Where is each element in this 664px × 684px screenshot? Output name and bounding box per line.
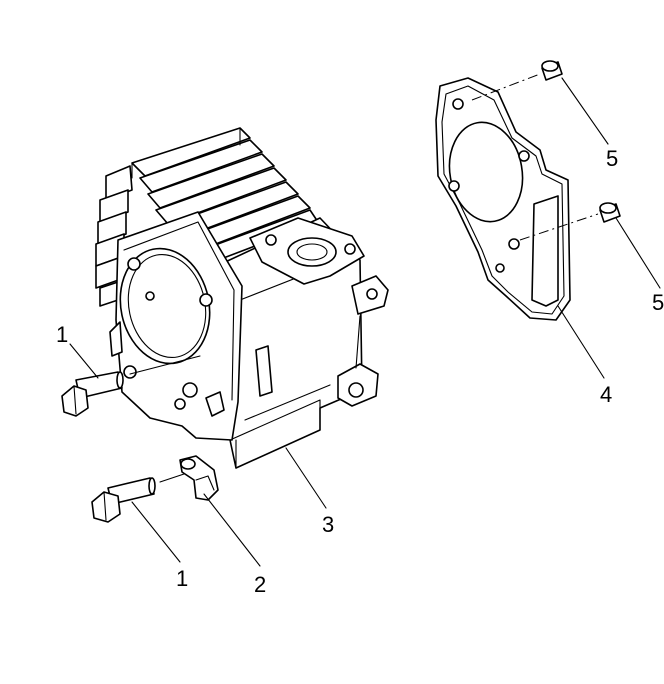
callout-labels: 1 1 2 3 4 5 5 xyxy=(56,146,664,597)
bolt-lower xyxy=(91,469,197,523)
callout-dowel-lower: 5 xyxy=(652,290,664,315)
intake-port xyxy=(249,217,365,285)
callout-bolt-upper: 1 xyxy=(56,322,68,347)
stud-hole xyxy=(182,382,198,398)
stud-hole xyxy=(123,365,137,379)
callout-clamp: 2 xyxy=(254,572,266,597)
clamp-tab xyxy=(205,391,225,417)
stud-hole xyxy=(199,293,213,307)
dowel-pin-upper xyxy=(471,60,563,101)
stud-hole xyxy=(145,291,155,301)
callout-bolt-lower: 1 xyxy=(176,566,188,591)
leader-lines xyxy=(69,77,661,567)
stud-hole xyxy=(127,257,141,271)
mounting-lug xyxy=(337,275,389,407)
stud-hole xyxy=(174,398,186,410)
callout-dowel-upper: 5 xyxy=(606,146,618,171)
head-gasket xyxy=(435,77,571,321)
clamp xyxy=(179,455,219,501)
cylinder-block xyxy=(95,127,389,469)
dowel-pin-lower xyxy=(519,202,621,241)
bolt-upper xyxy=(61,355,201,417)
callout-gasket: 4 xyxy=(600,382,612,407)
callout-cylinder: 3 xyxy=(322,512,334,537)
